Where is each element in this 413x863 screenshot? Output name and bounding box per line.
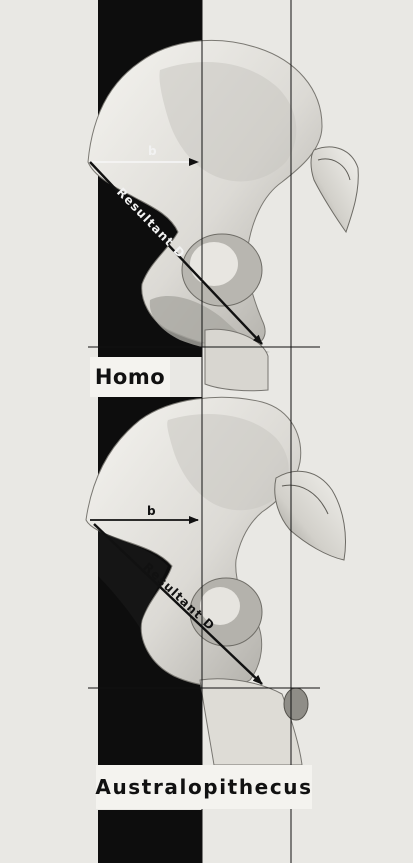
australopithecus-label: Australopithecus	[96, 765, 312, 809]
australopithecus-b-label: b	[147, 504, 156, 518]
homo-b-label: b	[148, 144, 157, 158]
homo-label: Homo	[90, 357, 170, 397]
